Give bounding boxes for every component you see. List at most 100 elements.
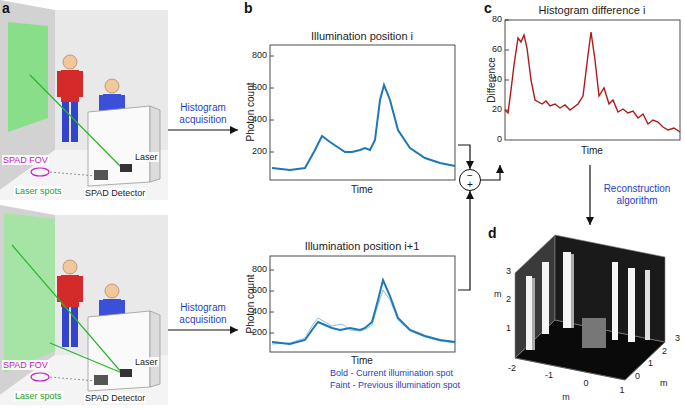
scene-panel: SPAD FOVLaser spotsLaserSPAD Detector (0, 205, 168, 405)
axis-unit: m (494, 290, 502, 300)
histogram-curve (272, 280, 455, 344)
fov-label: SPAD FOV (2, 360, 49, 370)
plot-b-top (270, 45, 455, 180)
subtract-circle: −+ (459, 169, 481, 191)
connector-arrow (589, 165, 590, 225)
person-torso (61, 70, 79, 102)
tick-marks (270, 56, 274, 152)
laser-spots-label: Laser spots (14, 391, 63, 401)
voxel-column (563, 252, 571, 328)
connector-arrow (168, 129, 238, 130)
axis-label: Time (351, 184, 373, 195)
tick-marks (270, 270, 274, 333)
plot-c (505, 20, 680, 140)
tick-label: 40 (492, 75, 502, 85)
person-arm (79, 276, 83, 302)
voxel-column (542, 262, 549, 334)
laser-label: Laser (134, 152, 159, 162)
detector-label: SPAD Detector (84, 188, 146, 198)
tick-label: 20 (492, 105, 502, 115)
operator-sign: − (467, 171, 473, 180)
chart-title: Illumination position i+1 (305, 240, 420, 253)
occluder-side (150, 106, 160, 182)
connector-arrow (458, 145, 470, 169)
edge-label: Histogram acquisition (170, 302, 236, 326)
left-wall (515, 235, 555, 358)
edge-label: Histogram acquisition (170, 102, 236, 126)
difference-curve (505, 32, 680, 132)
tick-label: 0 (583, 379, 588, 389)
laser-source (120, 164, 132, 172)
voxel-column (628, 268, 635, 342)
tick-label: 3 (506, 267, 511, 277)
tick-label: 800 (252, 265, 267, 275)
occluder-wall (88, 106, 150, 186)
tick-label: 60 (492, 45, 502, 55)
person-arm (79, 71, 83, 97)
axis-label: Time (581, 145, 603, 156)
chart-title: Illumination position i (311, 30, 413, 43)
legend-note: Faint - Previous illumination spot (330, 381, 460, 391)
axis-unit: m (660, 379, 668, 389)
axis-unit: m (562, 393, 570, 403)
laser-beam (50, 343, 122, 373)
tick-label: 800 (252, 51, 267, 61)
histogram-panel: bIllumination position i (238, 0, 458, 200)
panel-letter: c (484, 0, 492, 16)
occluder-side (150, 311, 160, 387)
target-patch (582, 318, 606, 348)
operator-sign: + (467, 180, 473, 189)
panel-letter: d (488, 225, 497, 241)
tick-label: 400 (252, 307, 267, 317)
edge-label: Reconstruction algorithm (597, 183, 677, 207)
fov-label: SPAD FOV (2, 155, 49, 165)
tick-label: -2 (508, 364, 516, 374)
tick-label: 1 (648, 359, 653, 369)
person-leg (71, 307, 78, 347)
panel-letter: a (2, 0, 10, 16)
spad-fov (31, 373, 49, 381)
tick-label: 1 (619, 386, 624, 396)
back-wall (555, 235, 665, 342)
person-head (105, 284, 119, 298)
person-torso (61, 275, 79, 307)
tick-label: 80 (492, 15, 502, 25)
scene-top (0, 0, 168, 200)
plot-d (515, 235, 665, 380)
person-leg (62, 307, 69, 347)
axes-box (270, 256, 455, 352)
tick-label: 400 (252, 115, 267, 125)
tick-label: 2 (506, 295, 511, 305)
plot-b-bottom (270, 256, 455, 352)
person-head (63, 55, 77, 69)
side-wall (0, 205, 55, 395)
fov-line (49, 377, 96, 381)
tick-label: 200 (252, 147, 267, 157)
connector-arrow (458, 191, 470, 290)
tick-label: 2 (662, 347, 667, 357)
voxel-column (645, 270, 650, 340)
tick-label: 3 (675, 334, 680, 344)
connector-arrow (481, 165, 500, 180)
tick-label: 600 (252, 83, 267, 93)
person-head (105, 79, 119, 93)
axes-box (505, 20, 680, 140)
detector-label: SPAD Detector (84, 393, 146, 403)
axis-label: Photon count (245, 275, 256, 334)
chart-title: Histogram difference i (539, 4, 646, 17)
scene-panel: aSPAD FOV Laser spots LaserSPAD Detector (0, 0, 168, 200)
laser-spots-label: Laser spots (14, 186, 63, 196)
person-arm (57, 71, 61, 97)
connector-arrow (168, 329, 238, 330)
spad-fov (31, 168, 49, 176)
axes-box (270, 45, 455, 180)
panel-letter: b (244, 0, 253, 16)
scene-bottom (0, 205, 168, 405)
axis-label: Time (351, 355, 373, 366)
spad-detector (94, 375, 108, 385)
tick-label: 1 (506, 324, 511, 334)
laser-source (120, 369, 132, 377)
